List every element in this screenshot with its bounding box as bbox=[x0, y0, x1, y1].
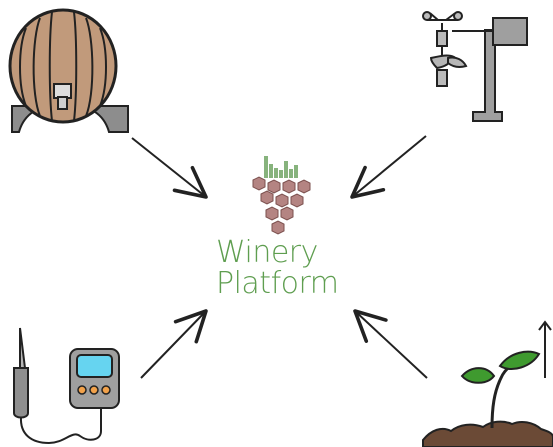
arrow-barrel-to-platform bbox=[131, 137, 208, 199]
arrow-weather-station-to-platform bbox=[350, 135, 427, 199]
grape-cluster-bar-chart-logo bbox=[252, 156, 311, 235]
meter-screen bbox=[76, 354, 113, 378]
arrow-plant-to-platform bbox=[353, 309, 428, 379]
temperature-probe-icon bbox=[13, 327, 120, 445]
plant-leaf-left bbox=[460, 367, 496, 384]
arrow-probe-to-platform bbox=[140, 309, 208, 379]
station-pole bbox=[472, 29, 503, 122]
platform-title-line-1: Winery bbox=[216, 235, 318, 270]
barrel-tap bbox=[53, 83, 72, 99]
probe-needle bbox=[19, 327, 27, 369]
soil-mound bbox=[422, 420, 553, 447]
wine-barrel-icon bbox=[8, 8, 129, 133]
barrel-body bbox=[8, 8, 118, 124]
growth-up-arrow bbox=[538, 320, 552, 378]
weather-station-icon bbox=[422, 11, 528, 122]
probe-cable bbox=[19, 404, 102, 445]
plant-leaf-right bbox=[498, 350, 541, 370]
station-housing bbox=[492, 17, 528, 46]
platform-logo: Winery Platform bbox=[216, 156, 339, 301]
plant-growth-icon bbox=[422, 320, 553, 447]
platform-title-line-2: Platform bbox=[216, 266, 339, 301]
